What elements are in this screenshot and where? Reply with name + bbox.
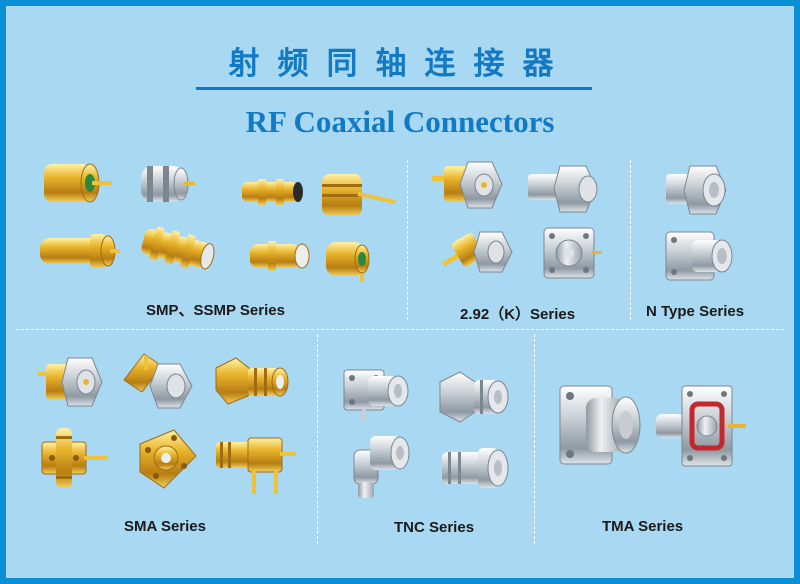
tnc-connector-2-icon [439,371,509,423]
title-chinese: 射频同轴连接器 [228,46,572,82]
title-underline [196,87,592,90]
tnc-connector-4-icon [442,448,509,488]
tnc-connector-3-icon [353,436,410,498]
separator-sma-tnc [317,334,318,544]
n-connector-2-icon [665,231,733,281]
separator-tnc-tma [534,334,535,544]
sma-connector-4-icon [41,428,108,488]
n-connector-1-icon [666,165,727,215]
section-label-ntype: N Type Series [646,303,745,320]
section-label-tma: TMA Series [602,518,684,535]
k-connector-2-icon [528,165,598,213]
smp-connector-1-icon [44,163,112,203]
smp-connector-6-icon [141,226,215,270]
tnc-connector-1-icon [343,369,409,422]
smp-connector-5-icon [40,234,120,268]
separator-horizontal [16,329,784,330]
smp-connector-3-icon [242,179,303,205]
k-connector-4-icon [543,227,602,279]
sma-connector-6-icon [216,437,296,494]
sma-connector-1-icon [38,357,103,407]
sma-connector-2-icon [123,353,193,409]
tma-connector-2-icon [656,385,746,467]
sma-connector-5-icon [139,429,197,489]
section-label-smp: SMP、SSMP Series [146,302,285,319]
title-english: RF Coaxial Connectors [245,104,555,139]
smp-connector-4-icon [322,174,396,216]
section-label-tnc: TNC Series [394,519,475,536]
tma-connector-1-icon [559,385,641,465]
smp-connector-8-icon [326,242,370,282]
k-connector-1-icon [432,161,503,209]
separator-292-ntype [630,160,631,320]
separator-smp-292 [407,160,408,320]
smp-connector-7-icon [250,241,310,271]
section-label-292: 2.92（K）Series [460,306,576,323]
section-label-sma: SMA Series [124,518,206,535]
k-connector-3-icon [442,231,513,273]
poster-frame [6,6,794,578]
sma-connector-3-icon [215,357,289,405]
smp-connector-2-icon [141,166,195,202]
